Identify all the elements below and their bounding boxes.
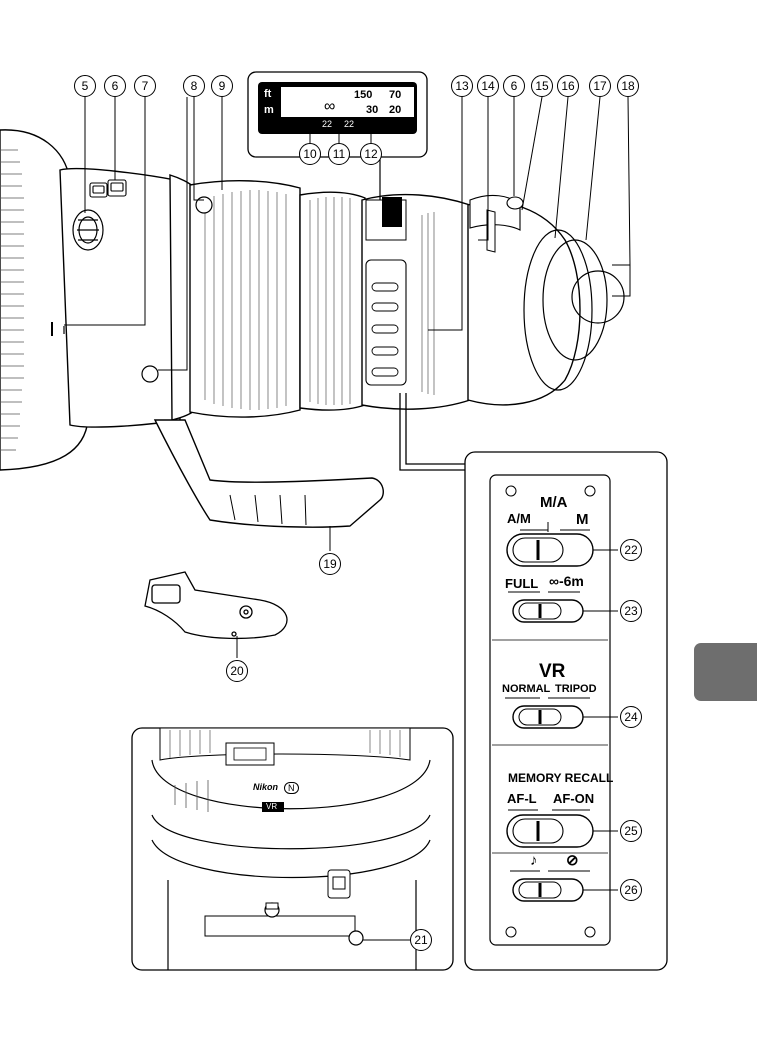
scale-unit-m: m <box>264 104 274 116</box>
callout-19: 19 <box>319 553 341 575</box>
callout-9: 9 <box>211 75 233 97</box>
callout-18: 18 <box>617 75 639 97</box>
callout-22: 22 <box>620 539 642 561</box>
replacement-foot <box>145 572 287 638</box>
label-sound-off: ⊘ <box>566 851 579 869</box>
scale-ft-70: 70 <box>389 89 401 101</box>
switch-memory-recall <box>507 810 593 847</box>
label-full: FULL <box>505 576 538 591</box>
front-barrel <box>60 169 195 427</box>
lock-knob <box>73 210 103 250</box>
callout-6b: 6 <box>503 75 525 97</box>
rear-detail-inset <box>132 728 453 970</box>
scale-infinity: ∞ <box>324 98 335 116</box>
callout-16: 16 <box>557 75 579 97</box>
label-af-on: AF-ON <box>553 791 594 806</box>
callout-25: 25 <box>620 820 642 842</box>
focus-ring <box>190 181 300 417</box>
label-m-a: M/A <box>540 494 568 511</box>
callout-14: 14 <box>477 75 499 97</box>
callout-15: 15 <box>531 75 553 97</box>
focus-buttons <box>90 180 126 197</box>
label-tripod: TRIPOD <box>555 683 597 695</box>
callout-11: 11 <box>328 143 350 165</box>
callout-8: 8 <box>183 75 205 97</box>
label-af-l: AF-L <box>507 791 537 806</box>
callout-17: 17 <box>589 75 611 97</box>
dof-left-22: 22 <box>322 119 332 129</box>
scale-m-30: 30 <box>366 104 378 116</box>
n-mark: N <box>284 782 299 794</box>
callout-24: 24 <box>620 706 642 728</box>
dof-right-22: 22 <box>344 119 354 129</box>
callout-10: 10 <box>299 143 321 165</box>
brand-nikon: Nikon <box>253 782 278 792</box>
label-memory-recall: MEMORY RECALL <box>508 771 613 785</box>
scale-unit-ft: ft <box>264 88 271 100</box>
callout-5: 5 <box>74 75 96 97</box>
label-inf-6m: ∞-6m <box>549 573 584 589</box>
vr-badge: VR <box>266 802 277 811</box>
label-normal: NORMAL <box>502 683 550 695</box>
callout-21: 21 <box>410 929 432 951</box>
label-vr-title: VR <box>539 661 565 683</box>
label-sound-on: ♪ <box>530 852 538 869</box>
callout-13: 13 <box>451 75 473 97</box>
tripod-foot <box>155 420 383 527</box>
label-m: M <box>576 511 589 528</box>
callout-23: 23 <box>620 600 642 622</box>
chapter-tab <box>694 643 757 701</box>
callout-12: 12 <box>360 143 382 165</box>
mid-barrel <box>300 192 365 410</box>
lens-switch-panel <box>366 260 406 385</box>
callout-6: 6 <box>104 75 126 97</box>
callout-26: 26 <box>620 879 642 901</box>
callout-7: 7 <box>134 75 156 97</box>
callout-20: 20 <box>226 660 248 682</box>
scale-ft-150: 150 <box>354 89 372 101</box>
label-a-m: A/M <box>507 511 531 526</box>
scale-m-20: 20 <box>389 104 401 116</box>
